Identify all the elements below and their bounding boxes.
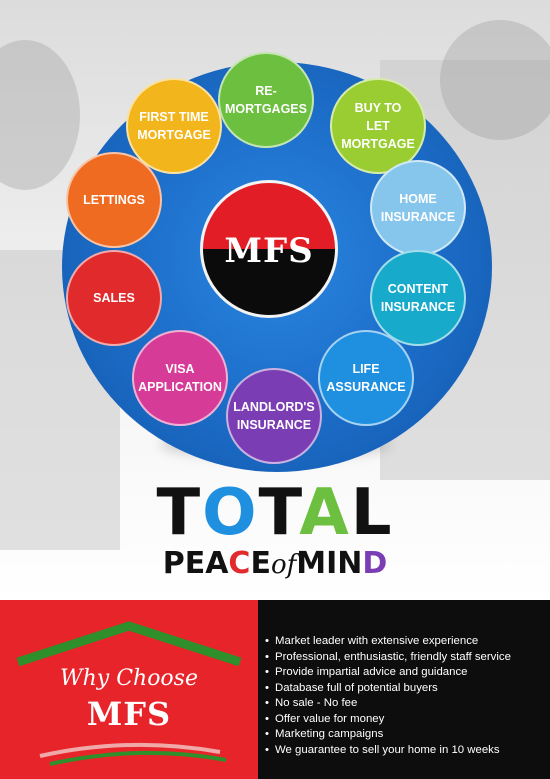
service-bubble: FIRST TIME MORTGAGE: [126, 78, 222, 174]
list-item: Marketing campaigns: [265, 727, 511, 743]
headline-letter: C: [228, 546, 251, 581]
headline-letter: E: [184, 546, 206, 581]
service-label: SALES: [93, 291, 135, 305]
headline-letter: A: [205, 546, 229, 581]
why-choose-list: Market leader with extensive experience …: [265, 634, 511, 758]
service-label: BUY TO LET MORTGAGE: [341, 101, 415, 151]
tree-silhouette: [440, 20, 550, 140]
why-choose-script: Why Choose: [59, 666, 198, 691]
headline-letter: P: [162, 546, 185, 581]
why-choose-logo-panel: Why Choose MFS: [0, 600, 258, 779]
service-label: LETTINGS: [83, 193, 145, 207]
service-bubble: BUY TO LET MORTGAGE: [330, 78, 426, 174]
list-item: Offer value for money: [265, 712, 511, 728]
service-label: LANDLORD'S INSURANCE: [233, 400, 315, 432]
headline-peace-of-mind: PEACEofMIND: [0, 546, 550, 583]
list-item: Market leader with extensive experience: [265, 634, 511, 650]
headline-letter: M: [296, 546, 327, 581]
headline-total: TOTAL: [0, 478, 550, 548]
service-label: HOME INSURANCE: [380, 192, 456, 224]
headline-letter: E: [250, 546, 271, 581]
service-label: RE- MORTGAGES: [225, 84, 307, 116]
mfs-logo-text: MFS: [86, 695, 172, 733]
service-bubble: RE- MORTGAGES: [218, 52, 314, 148]
list-item: Provide impartial advice and guidance: [265, 665, 511, 681]
headline-letter: N: [337, 546, 363, 581]
list-item: We guarantee to sell your home in 10 wee…: [265, 743, 511, 759]
why-choose-section: Why Choose MFS Market leader with extens…: [0, 600, 550, 779]
service-bubble: SALES: [66, 250, 162, 346]
headline-letter: O: [202, 476, 259, 550]
service-label: LIFE ASSURANCE: [326, 362, 406, 394]
swoosh-icon: [39, 742, 227, 766]
headline-letter: T: [258, 476, 300, 550]
service-bubble: LETTINGS: [66, 152, 162, 248]
service-bubble: LIFE ASSURANCE: [318, 330, 414, 426]
service-label: FIRST TIME MORTGAGE: [137, 110, 211, 142]
headline-letter: L: [350, 476, 394, 550]
headline-letter: I: [326, 546, 338, 581]
service-bubble: VISA APPLICATION: [132, 330, 228, 426]
headline-letter: A: [299, 476, 351, 550]
house-roof-icon: [16, 621, 242, 667]
service-bubble: LANDLORD'S INSURANCE: [226, 368, 322, 464]
tree-silhouette: [0, 40, 80, 190]
service-bubble: CONTENT INSURANCE: [370, 250, 466, 346]
service-bubble: HOME INSURANCE: [370, 160, 466, 256]
headline-letter: D: [362, 546, 388, 581]
headline-letter: T: [156, 476, 203, 550]
hub-label: MFS: [224, 231, 314, 271]
service-label: VISA APPLICATION: [138, 362, 222, 394]
list-item: Database full of potential buyers: [265, 681, 511, 697]
list-item: No sale - No fee: [265, 696, 511, 712]
service-label: CONTENT INSURANCE: [380, 282, 456, 314]
headline-of: of: [270, 550, 297, 580]
list-item: Professional, enthusiastic, friendly sta…: [265, 650, 511, 666]
mfs-hub: MFS: [200, 180, 338, 318]
